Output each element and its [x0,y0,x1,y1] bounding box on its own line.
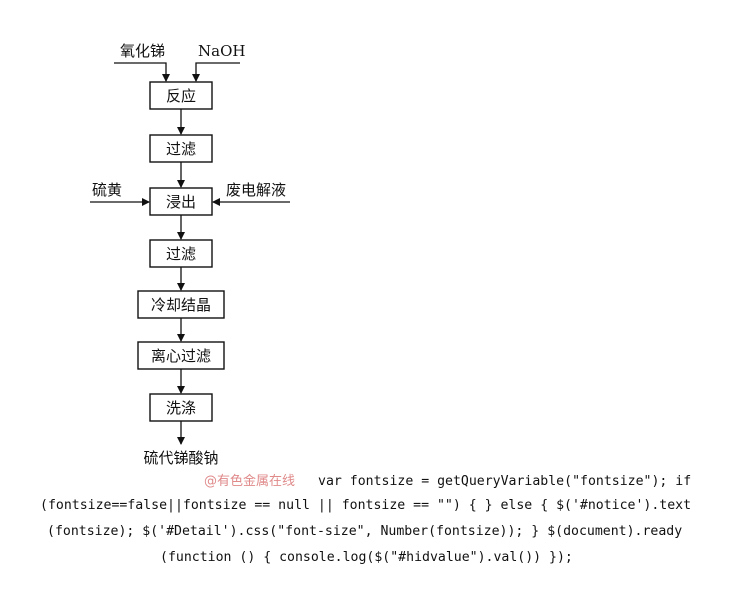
step-label-filter-1: 过滤 [166,140,196,158]
input-label-naoh: NaOH [198,42,245,60]
process-flow-diagram: 氧化锑 NaOH 反应 过滤 硫黄 废电解液 浸出 过滤 冷却结晶 离心过滤 洗… [90,42,290,467]
code-line-2: (fontsize==false||fontsize == null || fo… [40,498,692,513]
step-label-cooling-crystallization: 冷却结晶 [151,296,211,314]
code-line-1: var fontsize = getQueryVariable("fontsiz… [318,474,692,489]
step-label-leaching: 浸出 [166,193,196,211]
step-label-reaction: 反应 [166,87,196,105]
product-label: 硫代锑酸钠 [143,449,218,467]
input-line-antimony-oxide [114,62,170,82]
input-line-naoh [192,62,240,82]
input-label-antimony-oxide: 氧化锑 [120,42,165,60]
step-label-filter-2: 过滤 [166,245,196,263]
step-box-filter-1: 过滤 [149,134,213,163]
step-box-leaching: 浸出 [149,187,213,216]
step-label-centrifugal-filter: 离心过滤 [151,347,211,365]
watermark: @有色金属在线 [204,474,296,489]
step-box-cooling-crystallization: 冷却结晶 [137,290,225,319]
step-box-washing: 洗涤 [149,393,213,422]
step-box-reaction: 反应 [149,81,213,110]
step-label-washing: 洗涤 [166,399,196,417]
code-line-4: (function () { console.log($("#hidvalue"… [160,550,573,565]
input-label-sulfur: 硫黄 [92,181,122,199]
step-box-filter-2: 过滤 [149,239,213,268]
step-box-centrifugal-filter: 离心过滤 [137,341,225,370]
input-label-waste-electrolyte: 废电解液 [226,181,286,199]
code-line-3: (fontsize); $('#Detail').css("font-size"… [47,524,683,539]
